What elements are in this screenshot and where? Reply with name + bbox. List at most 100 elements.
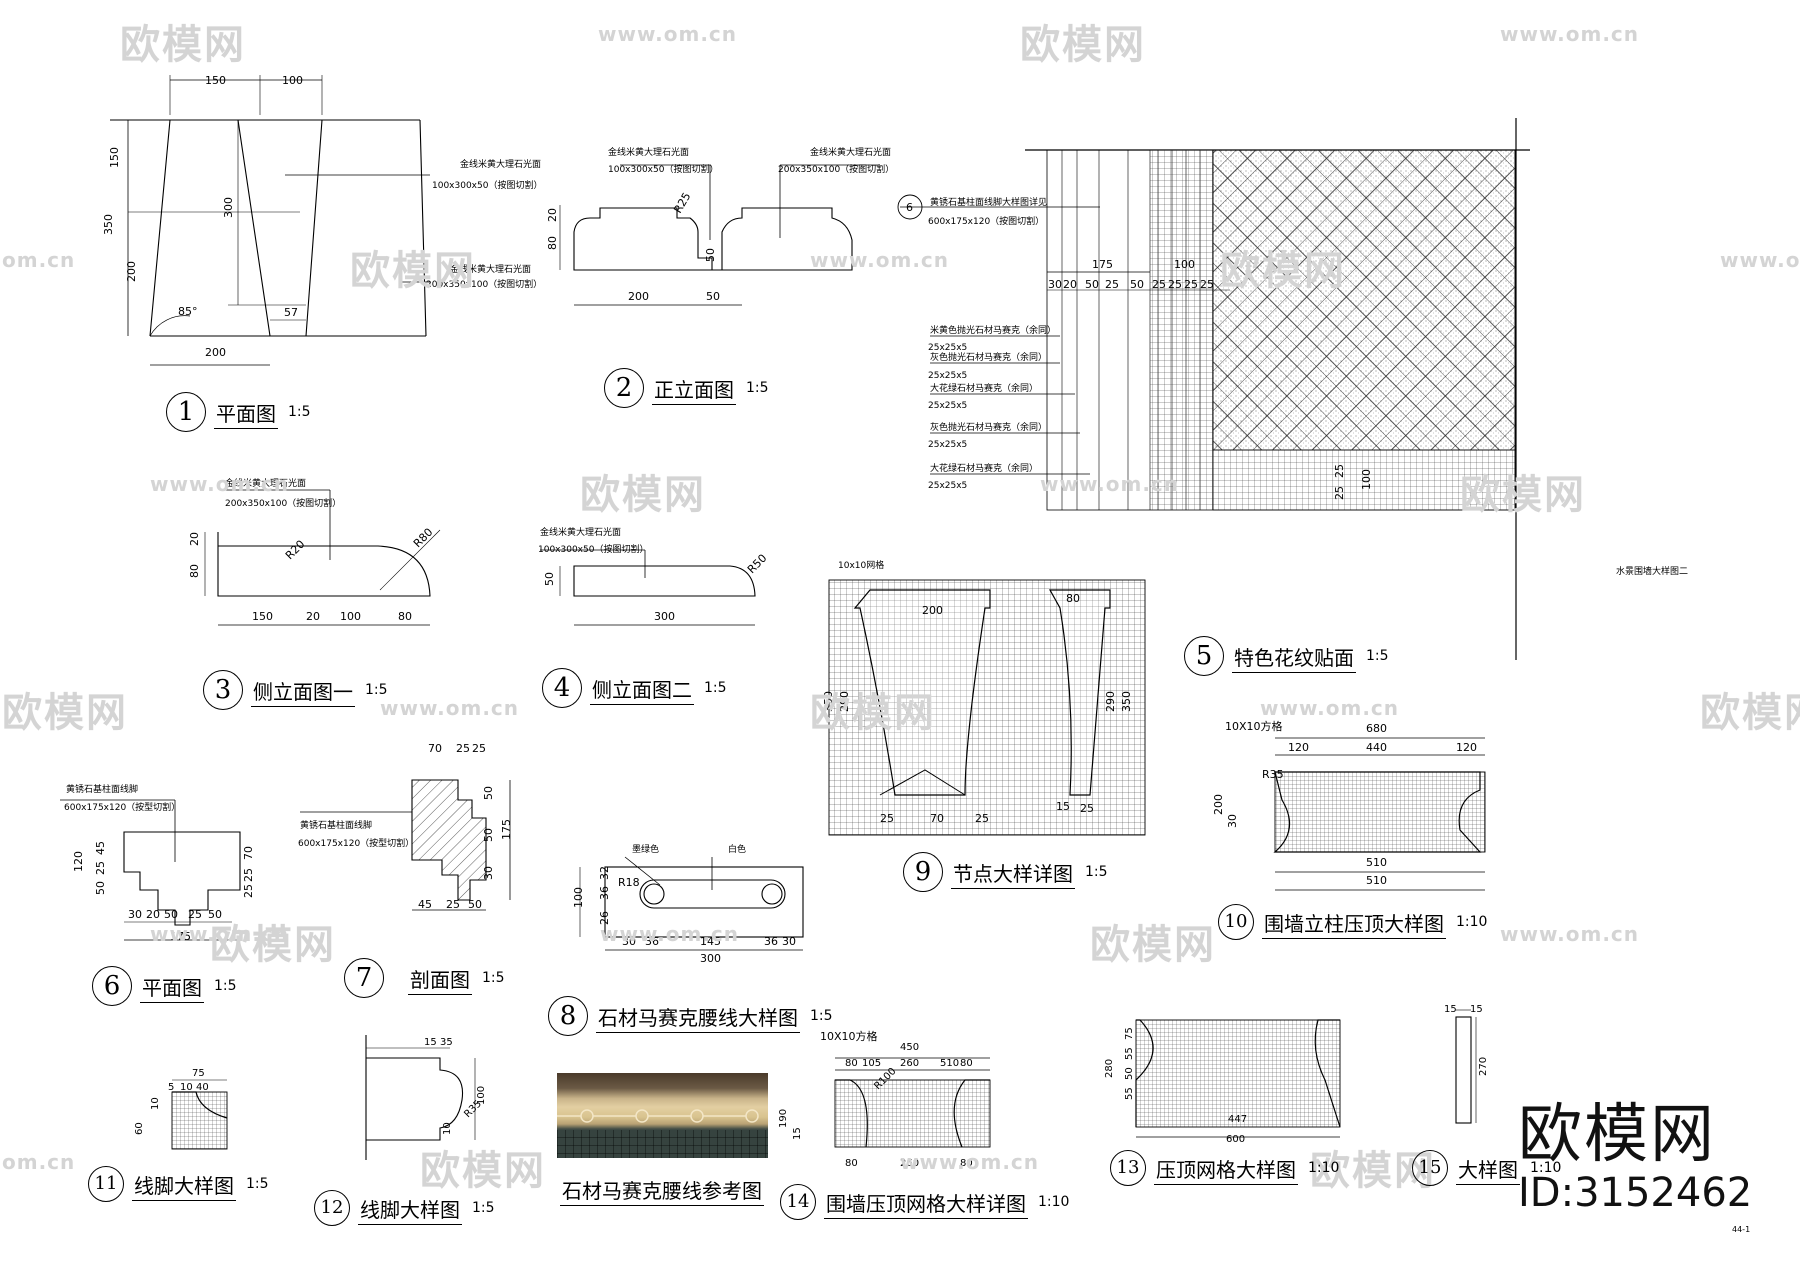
note: 墨绿色 (632, 843, 659, 855)
note: 大花绿石材马赛克（余同） (930, 462, 1038, 474)
drawing-scale: 1:5 (1085, 864, 1108, 880)
note: 25x25x5 (928, 440, 967, 450)
dim-label: 25 (1152, 278, 1166, 291)
drawing-1-plan (110, 75, 430, 366)
note: 灰色抛光石材马赛克（余同） (930, 421, 1047, 433)
dim-label: R50 (745, 552, 769, 576)
drawing-name: 平面图 (214, 401, 278, 429)
dim-label: 55 (1124, 1047, 1135, 1060)
watermark-url: www.om.cn (150, 922, 290, 946)
dim-label: 30 (128, 908, 142, 921)
note: 600x175x120（按型切割） (64, 801, 180, 813)
drawing-11-molding (171, 1079, 228, 1150)
dim-label: 20 (1063, 278, 1077, 291)
dim-label: 50 (482, 786, 495, 800)
watermark-brand: 欧模网 (2, 690, 128, 736)
dim-label: 145 (700, 935, 721, 948)
watermark-brand: 欧模网 (1220, 248, 1346, 294)
dim-label: 100 (1360, 469, 1373, 490)
drawing-name: 节点大样详图 (951, 861, 1075, 889)
drawing-name: 正立面图 (652, 377, 736, 405)
dim-label: 50 (1124, 1067, 1135, 1080)
dim-label: 70 (242, 846, 255, 860)
note: 200x350x100（按图切割） (225, 497, 341, 509)
dim-label: 85° (178, 305, 198, 318)
drawing-name: 线脚大样图 (358, 1197, 462, 1225)
dim-label: 25 (880, 812, 894, 825)
drawing-scale: 1:5 (288, 404, 311, 420)
dim-label: 30 (1226, 814, 1239, 828)
dim-label: 120 (72, 851, 85, 872)
model-id-text: ID:3152462 (1518, 1170, 1753, 1216)
dim-label: 175 (170, 930, 191, 943)
grid-note: 10x10网格 (838, 559, 884, 571)
drawing-5-dims: 175 100 30 20 50 25 50 25 25 25 25 25 25… (1048, 258, 1373, 500)
dim-label: 175 (500, 819, 513, 840)
drawing-6-plan (60, 799, 241, 941)
dim-label: 50 (706, 290, 720, 303)
drawing-8-dims: 32 36 100 26 R18 30 36 145 36 30 300 (572, 866, 796, 965)
dim-label: 150 (252, 610, 273, 623)
dim-label: 30 (1048, 278, 1062, 291)
watermark-brand: 欧模网 (580, 472, 706, 518)
drawing-12-dims: 15 35 100 R35 10 (424, 1037, 487, 1135)
watermark-brand: 欧模网 (1460, 472, 1586, 518)
dim-label: 120 (1456, 741, 1477, 754)
watermark-brand: 欧模网 (1090, 922, 1216, 968)
dim-label: 80 (845, 1058, 858, 1069)
watermark-brand: 欧模网 (120, 22, 246, 68)
drawing-scale: 1:10 (1456, 914, 1488, 930)
note: 金线米黄大理石光面 (225, 477, 306, 489)
dim-label: 350 (1120, 691, 1133, 712)
dim-label: 300 (654, 610, 675, 623)
dim-label: 190 (778, 1109, 789, 1128)
drawing-6-dims: 120 45 25 50 70 25 25 30 20 50 25 50 175 (72, 841, 255, 943)
drawing-name: 线脚大样图 (132, 1173, 236, 1201)
note: 100x300x50（按图切割） (608, 163, 718, 175)
dim-label: R35 (1262, 768, 1284, 781)
note: 25x25x5 (928, 401, 967, 411)
dim-label: 80 (960, 1158, 973, 1169)
dim-label: 350 (102, 214, 115, 235)
drawing-name: 围墙立柱压顶大样图 (1262, 911, 1446, 939)
drawing-scale: 1:10 (1530, 1160, 1562, 1176)
dim-label: 25 (1080, 802, 1094, 815)
note: 金线米黄大理石光面 (450, 263, 531, 275)
dim-label: 30 (622, 935, 636, 948)
dim-label: 40 (196, 1082, 209, 1093)
dim-label: 50 (468, 898, 482, 911)
drawing-number: 10 (1218, 904, 1254, 940)
dim-label: 15 (1470, 1004, 1483, 1015)
watermark-url: www.om.cn (1260, 696, 1400, 720)
dim-label: 80 (960, 1058, 973, 1069)
dim-label: 36 (645, 935, 659, 948)
dim-label: 100 (476, 1086, 487, 1105)
watermark-url: www.om.cn (600, 922, 740, 946)
watermark-url: www.om.cn (1040, 472, 1180, 496)
note: 金线米黄大理石光面 (810, 146, 891, 158)
drawing-scale: 1:10 (1308, 1160, 1340, 1176)
dim-label: 260 (900, 1158, 919, 1169)
note: 白色 (728, 843, 746, 855)
drawing-9-detail (828, 579, 1146, 836)
dim-label: 600 (1226, 1134, 1245, 1145)
watermark-url: www.om.cn (900, 1150, 1040, 1174)
drawing-name: 压顶网格大样图 (1154, 1157, 1298, 1185)
dim-label: 450 (900, 1042, 919, 1053)
drawing-scale: 1:5 (704, 680, 727, 696)
drawing-2-dims: 20 80 R25 200 50 50 (546, 190, 720, 303)
drawing-scale: 1:5 (246, 1176, 269, 1192)
drawing-4-dims: 50 R50 300 (543, 552, 769, 623)
watermark-brand: 欧模网 (420, 1148, 546, 1194)
note: 金线米黄大理石光面 (540, 526, 621, 538)
dim-label: 20 (546, 208, 559, 222)
dim-label: 50 (1085, 278, 1099, 291)
drawing-10-cap (1273, 737, 1486, 891)
dim-label: 150 (205, 74, 226, 87)
